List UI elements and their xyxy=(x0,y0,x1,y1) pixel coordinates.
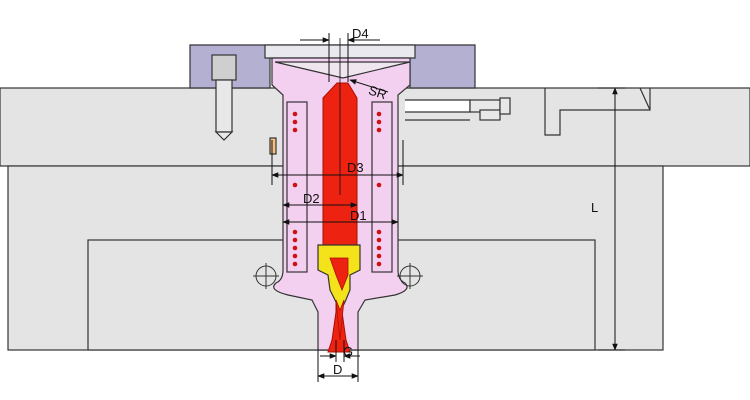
heater-channel-right xyxy=(371,101,393,273)
label-sr: SR xyxy=(367,82,389,102)
crosshair-circle-icon xyxy=(253,263,279,289)
heater-channel-left xyxy=(286,101,308,273)
melt-gate xyxy=(335,299,345,341)
dimension-d4: D4 xyxy=(300,26,380,82)
nozzle-funnel xyxy=(274,61,411,79)
dimension-d: D xyxy=(317,350,359,382)
label-d4: D4 xyxy=(352,26,369,41)
dimension-d3: D3 xyxy=(271,140,404,185)
connector-wires xyxy=(405,97,511,121)
dimension-sr: SR xyxy=(349,79,389,102)
label-d2: D2 xyxy=(303,191,320,206)
top-plate-right-notch xyxy=(639,87,651,111)
dimension-d2: D2 xyxy=(282,191,358,208)
locating-bolt xyxy=(211,54,237,141)
heater-coils xyxy=(292,111,382,267)
dimension-l: L xyxy=(591,87,625,351)
dimension-d1: D1 xyxy=(282,208,399,225)
label-l: L xyxy=(591,200,598,215)
label-d: D xyxy=(333,362,342,377)
dimension-g: G xyxy=(320,340,360,362)
label-d1: D1 xyxy=(350,208,367,223)
top-plate-right-step xyxy=(544,88,651,136)
label-d3: D3 xyxy=(347,160,364,175)
label-g: G xyxy=(343,344,353,359)
thermocouple-mark xyxy=(269,137,277,155)
crosshair-circle-icon xyxy=(397,263,423,289)
tip-insert-inner xyxy=(329,257,349,292)
